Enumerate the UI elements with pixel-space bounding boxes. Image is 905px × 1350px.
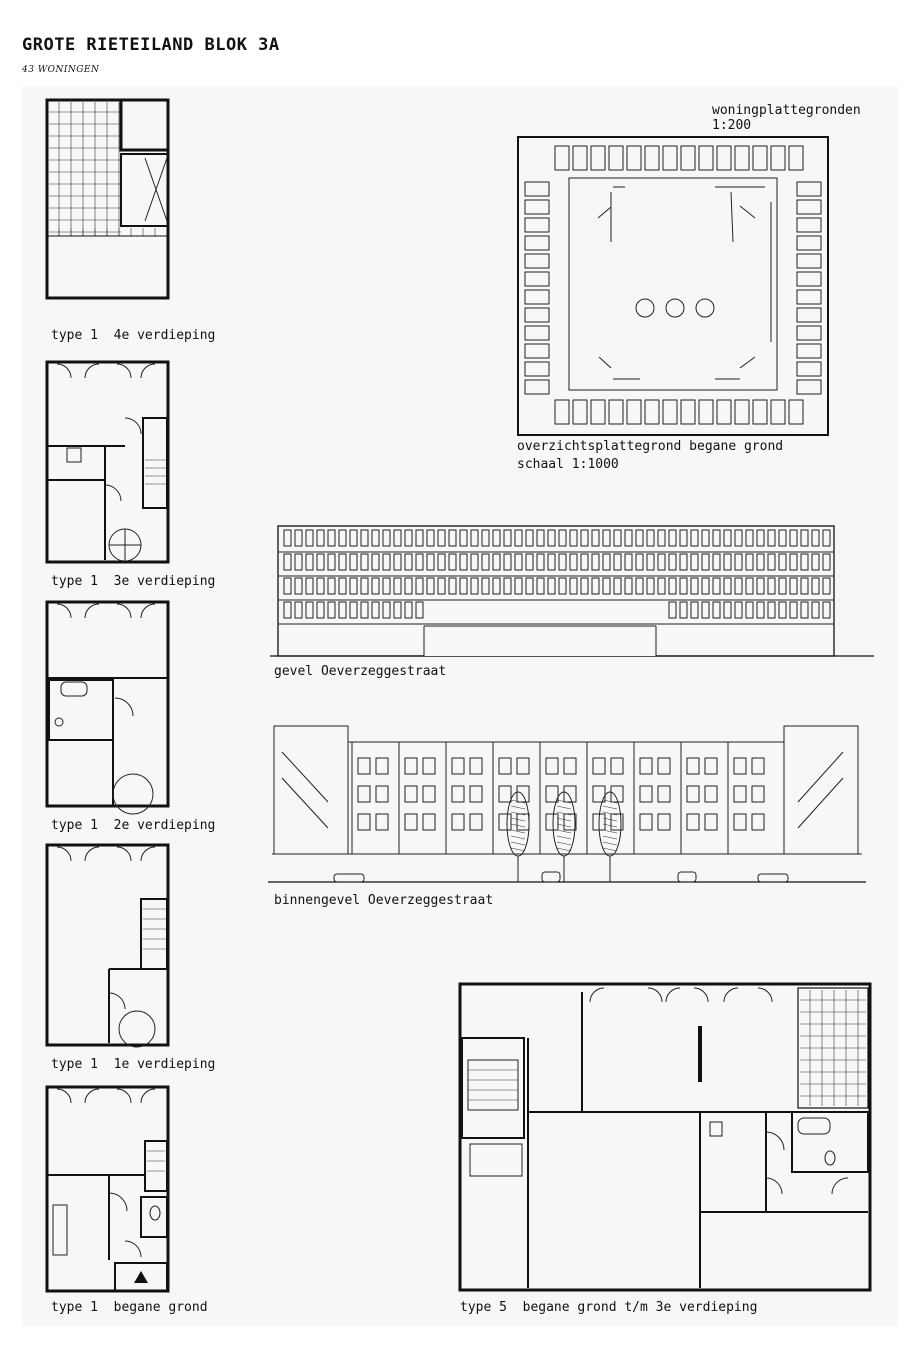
caption-type1-3e: type 1 3e verdieping	[51, 574, 216, 589]
page-subtitle: 43 WONINGEN	[22, 65, 100, 75]
caption-gevel: gevel Oeverzeggestraat	[274, 664, 447, 679]
caption-type1-1e: type 1 1e verdieping	[51, 1057, 216, 1072]
caption-type1-2e: type 1 2e verdieping	[51, 818, 216, 833]
page-title: GROTE RIETEILAND BLOK 3A	[22, 35, 280, 55]
caption-overview-2: schaal 1:1000	[517, 457, 619, 472]
caption-binnengevel: binnengevel Oeverzeggestraat	[274, 893, 494, 908]
plan-type1-2e	[45, 600, 170, 815]
overview-plan	[517, 136, 829, 436]
plan-type1-bg	[45, 1085, 170, 1293]
plan-type1-3e	[45, 360, 170, 564]
caption-type5: type 5 begane grond t/m 3e verdieping	[460, 1300, 758, 1315]
elevation-gevel	[270, 525, 874, 657]
elevation-binnengevel	[268, 725, 866, 883]
plan-type1-4e	[45, 98, 170, 300]
plan-type5	[458, 982, 872, 1292]
caption-type1-4e: type 1 4e verdieping	[51, 328, 216, 343]
scale-label: woningplattegronden 1:200	[712, 103, 861, 133]
caption-overview-1: overzichtsplattegrond begane grond	[517, 439, 784, 454]
caption-type1-bg: type 1 begane grond	[51, 1300, 208, 1315]
plan-type1-1e	[45, 843, 170, 1048]
